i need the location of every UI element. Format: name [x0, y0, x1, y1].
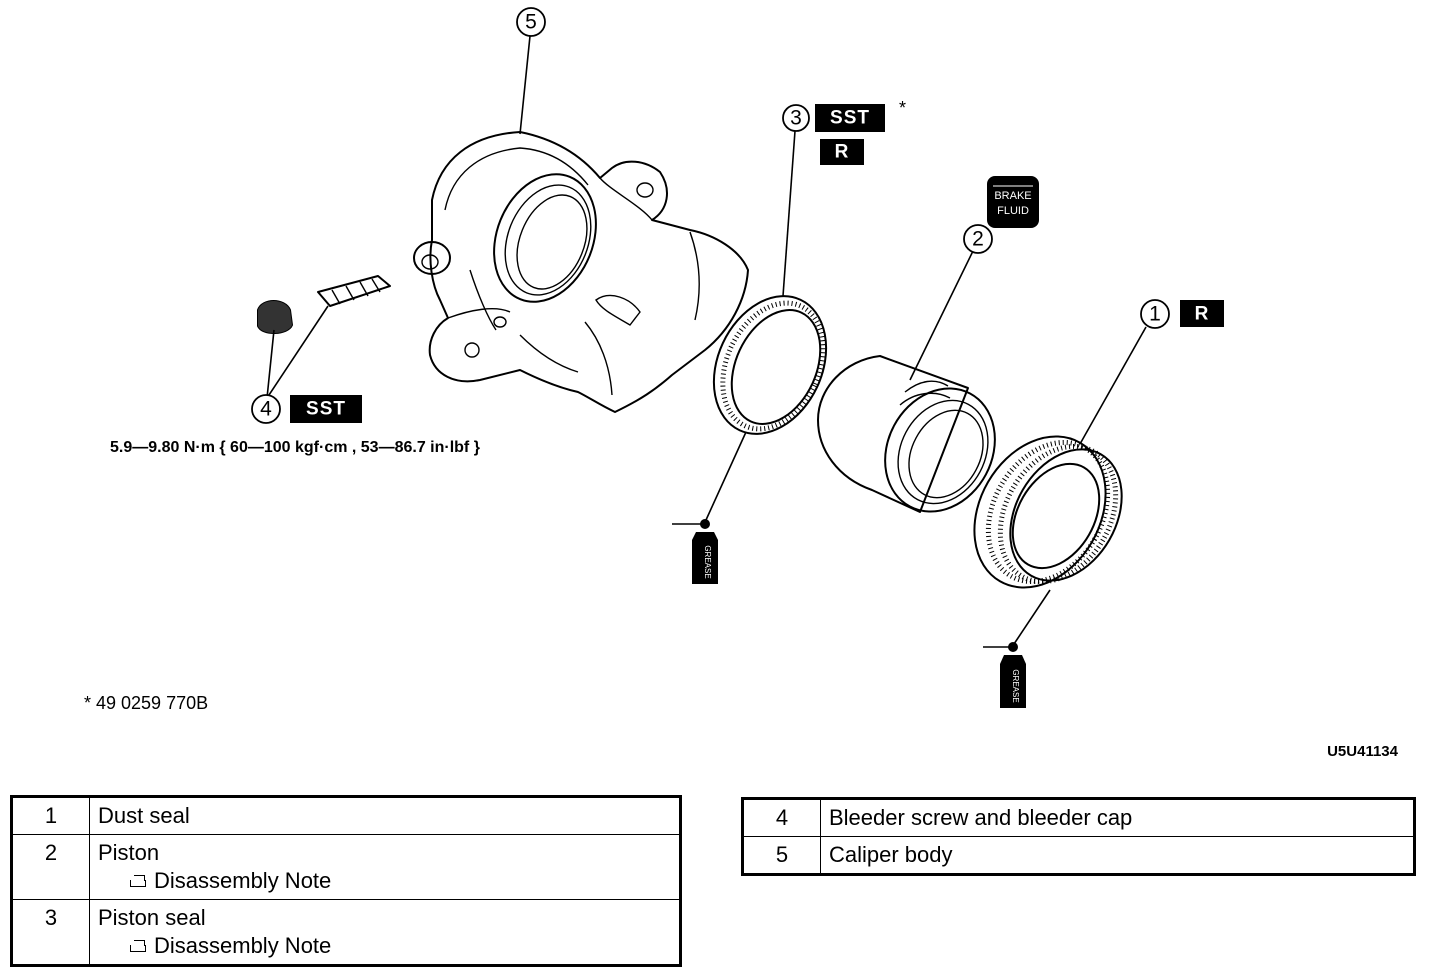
part-name-text: Piston: [98, 840, 160, 865]
torque-spec: 5.9—9.80 N·m { 60—100 kgf·cm , 53—86.7 i…: [110, 439, 480, 456]
sst-footnote: * 49 0259 770B: [84, 693, 208, 713]
parts-table-left: 1 Dust seal 2 Piston Disassembly Note 3 …: [10, 795, 682, 967]
callout-3-number: 3: [790, 107, 802, 130]
replace-badge: [820, 139, 864, 165]
piston-illustration: [817, 355, 996, 513]
exploded-view-diagram: BRAKE FLUID GREASE GREASE 5 3 SST R *: [84, 7, 1399, 760]
callout-1-number: 1: [1149, 303, 1161, 326]
part-index: 2: [11, 834, 90, 900]
grease-label-left: GREASE: [703, 545, 712, 578]
callout-1: 1 R: [1140, 299, 1224, 329]
table-row: 5 Caliper body: [742, 836, 1415, 875]
disassembly-note-link[interactable]: Disassembly Note: [98, 867, 671, 895]
piston-seal-illustration: [712, 295, 828, 435]
callout-2: 2: [963, 224, 993, 254]
replace-badge: [1180, 300, 1224, 327]
dust-seal-illustration: [973, 435, 1123, 589]
reference-arrow-icon: [128, 873, 148, 889]
callout-4-number: 4: [260, 398, 272, 421]
table-row: 3 Piston seal Disassembly Note: [11, 899, 681, 966]
part-index: 5: [742, 836, 821, 875]
part-name-text: Dust seal: [98, 803, 190, 828]
part-name: Caliper body: [820, 836, 1415, 875]
disassembly-note-text: Disassembly Note: [154, 933, 332, 958]
disassembly-note-text: Disassembly Note: [154, 868, 332, 893]
parts-table-right: 4 Bleeder screw and bleeder cap 5 Calipe…: [741, 797, 1416, 876]
grease-icon: GREASE: [983, 642, 1026, 708]
callout-3-sst-badge: SST: [830, 108, 870, 129]
callout-3: 3 SST R *: [782, 98, 906, 165]
table-row: 1 Dust seal: [11, 796, 681, 835]
part-name: Piston Disassembly Note: [89, 834, 681, 900]
callout-1-r-badge: R: [1195, 304, 1210, 325]
disassembly-note-link[interactable]: Disassembly Note: [98, 932, 671, 960]
callout-5-number: 5: [525, 11, 537, 34]
caliper-body-illustration: [413, 131, 749, 413]
reference-arrow-icon: [128, 938, 148, 954]
table-row: 4 Bleeder screw and bleeder cap: [742, 798, 1415, 837]
part-name: Dust seal: [89, 796, 681, 835]
table-row: 2 Piston Disassembly Note: [11, 834, 681, 900]
brake-fluid-label-line1: BRAKE: [994, 190, 1031, 202]
part-name-text: Piston seal: [98, 905, 206, 930]
sst-badge: [290, 395, 362, 423]
grease-label-right: GREASE: [1011, 669, 1020, 702]
callout-4: 4 SST: [251, 394, 362, 424]
sst-badge: [815, 104, 885, 132]
callout-2-number: 2: [972, 228, 984, 251]
part-index: 3: [11, 899, 90, 966]
callout-5: 5: [516, 7, 546, 37]
figure-code: U5U41134: [1327, 743, 1399, 760]
brake-fluid-icon: BRAKE FLUID: [987, 176, 1039, 228]
bleeder-screw-illustration: [317, 275, 391, 307]
brake-fluid-label-line2: FLUID: [997, 205, 1029, 217]
bleeder-cap-illustration: [257, 300, 293, 334]
part-index: 4: [742, 798, 821, 837]
callout-4-sst-badge: SST: [306, 399, 346, 420]
grease-icon: GREASE: [672, 519, 718, 584]
sst-asterisk: *: [899, 98, 906, 118]
part-name: Piston seal Disassembly Note: [89, 899, 681, 966]
part-name: Bleeder screw and bleeder cap: [820, 798, 1415, 837]
part-index: 1: [11, 796, 90, 835]
callout-3-r-badge: R: [835, 142, 850, 163]
